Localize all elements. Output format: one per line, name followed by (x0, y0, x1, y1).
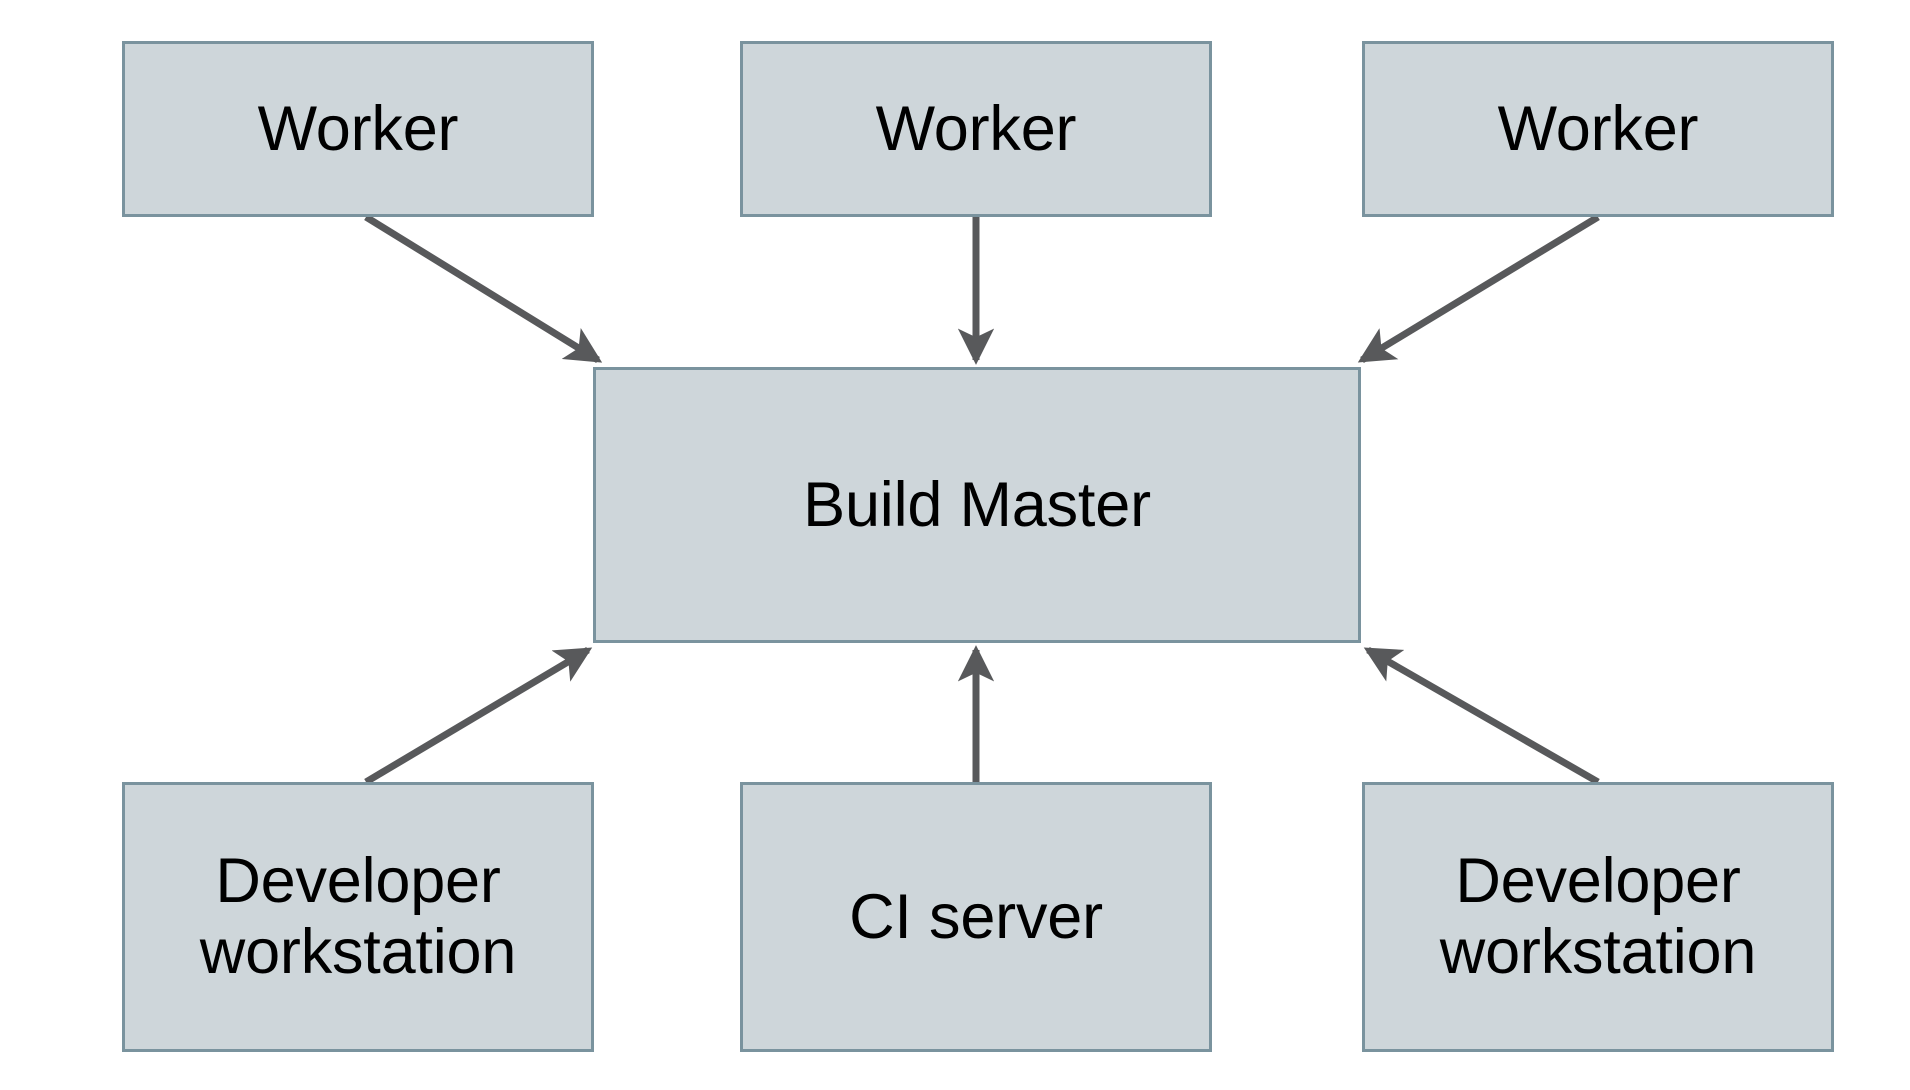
node-build-master[interactable]: Build Master (593, 367, 1361, 643)
node-worker-middle[interactable]: Worker (740, 41, 1212, 217)
edge-dev-left-to-master (364, 646, 593, 786)
node-worker-left-label: Worker (257, 93, 459, 164)
node-developer-workstation-right[interactable]: Developer workstation (1362, 782, 1834, 1052)
node-ci-server[interactable]: CI server (740, 782, 1212, 1052)
node-build-master-label: Build Master (803, 469, 1151, 540)
node-developer-workstation-right-label: Developer workstation (1439, 846, 1757, 987)
edge-dev-right-to-master (1363, 646, 1600, 786)
node-worker-left[interactable]: Worker (122, 41, 594, 217)
node-ci-server-label: CI server (849, 881, 1103, 952)
node-worker-right-label: Worker (1497, 93, 1699, 164)
node-developer-workstation-left-label: Developer workstation (199, 846, 517, 987)
edge-worker-right-to-master (1357, 214, 1600, 363)
edge-worker-left-to-master (364, 214, 603, 363)
node-worker-middle-label: Worker (875, 93, 1077, 164)
node-worker-right[interactable]: Worker (1362, 41, 1834, 217)
node-developer-workstation-left[interactable]: Developer workstation (122, 782, 594, 1052)
